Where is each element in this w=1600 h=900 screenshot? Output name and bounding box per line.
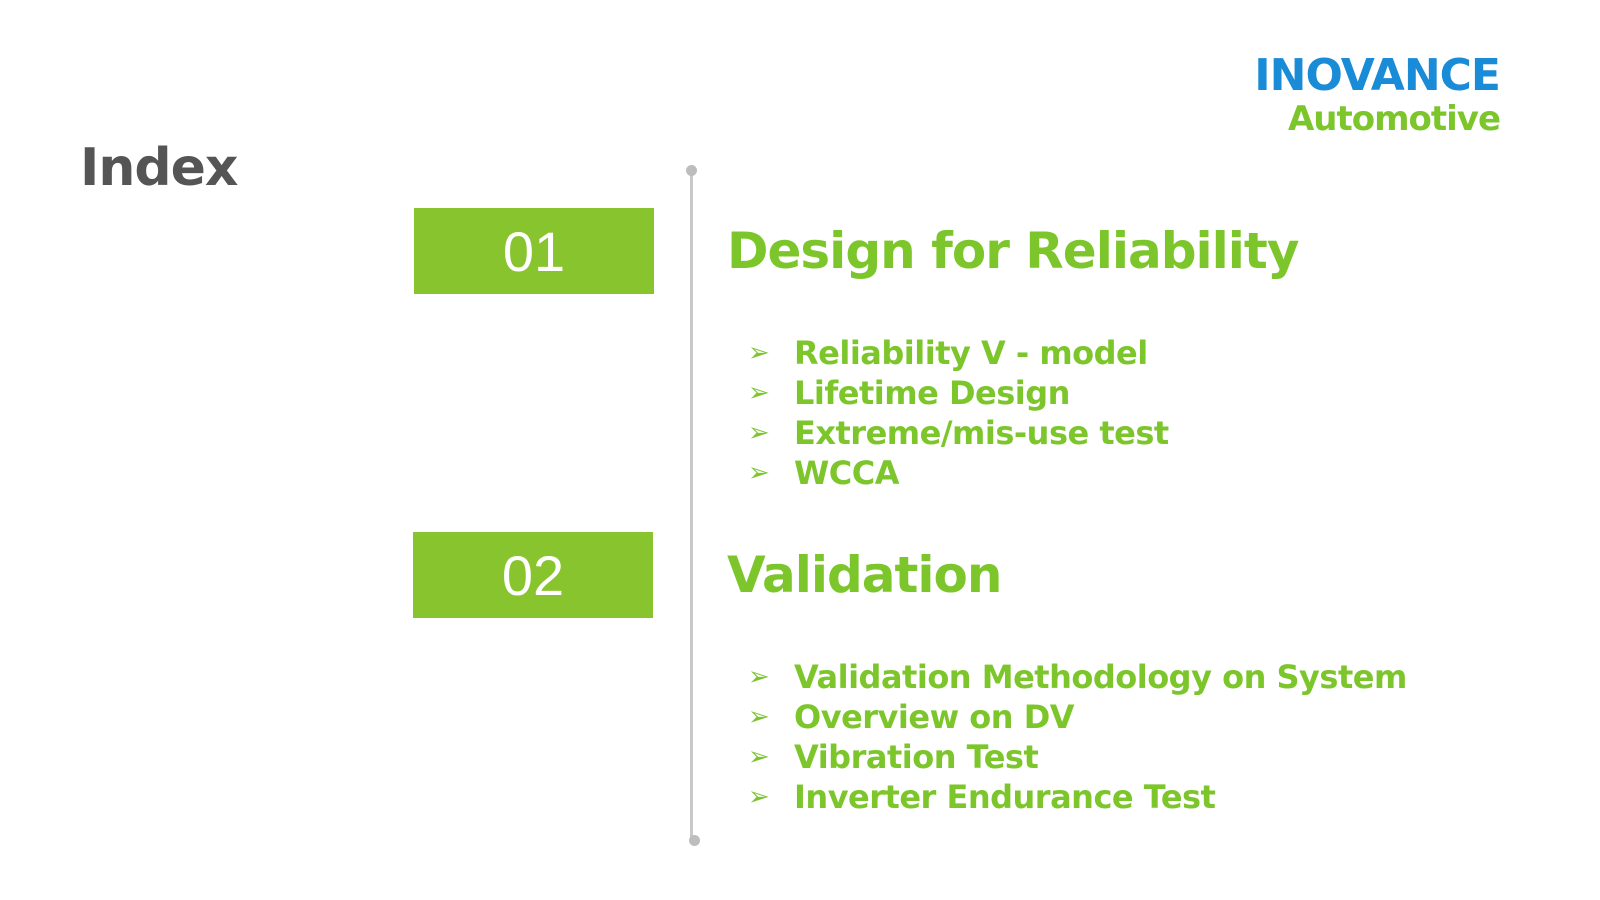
list-item: ➢ Lifetime Design — [748, 373, 1169, 413]
arrow-bullet-icon: ➢ — [748, 782, 770, 812]
arrow-bullet-icon: ➢ — [748, 458, 770, 488]
timeline-line — [690, 170, 693, 842]
list-item: ➢ Extreme/mis-use test — [748, 413, 1169, 453]
section-title-1: Design for Reliability — [727, 222, 1299, 280]
arrow-bullet-icon: ➢ — [748, 378, 770, 408]
section-number-box-2: 02 — [413, 532, 653, 618]
list-item-text: Overview on DV — [794, 698, 1075, 736]
list-item: ➢ Validation Methodology on System — [748, 657, 1407, 697]
list-item-text: Reliability V - model — [794, 334, 1148, 372]
list-item-text: Extreme/mis-use test — [794, 414, 1169, 452]
list-item-text: Vibration Test — [794, 738, 1039, 776]
list-item: ➢ Reliability V - model — [748, 333, 1169, 373]
arrow-bullet-icon: ➢ — [748, 702, 770, 732]
timeline-dot-bottom — [689, 835, 700, 846]
list-item-text: Inverter Endurance Test — [794, 778, 1216, 816]
logo-division: Automotive — [1287, 99, 1501, 139]
page-title: Index — [80, 138, 238, 198]
list-item: ➢ Overview on DV — [748, 697, 1407, 737]
arrow-bullet-icon: ➢ — [748, 742, 770, 772]
list-item-text: Lifetime Design — [794, 374, 1070, 412]
section-1-list: ➢ Reliability V - model ➢ Lifetime Desig… — [748, 333, 1169, 493]
list-item-text: WCCA — [794, 454, 900, 492]
arrow-bullet-icon: ➢ — [748, 662, 770, 692]
section-2-list: ➢ Validation Methodology on System ➢ Ove… — [748, 657, 1407, 817]
company-logo: INOVANCE Automotive — [1254, 50, 1501, 139]
arrow-bullet-icon: ➢ — [748, 338, 770, 368]
list-item: ➢ Vibration Test — [748, 737, 1407, 777]
logo-brand: INOVANCE — [1254, 50, 1501, 101]
list-item-text: Validation Methodology on System — [794, 658, 1407, 696]
arrow-bullet-icon: ➢ — [748, 418, 770, 448]
timeline-dot-top — [686, 165, 697, 176]
list-item: ➢ WCCA — [748, 453, 1169, 493]
section-title-2: Validation — [727, 546, 1002, 604]
section-number-box-1: 01 — [414, 208, 654, 294]
list-item: ➢ Inverter Endurance Test — [748, 777, 1407, 817]
